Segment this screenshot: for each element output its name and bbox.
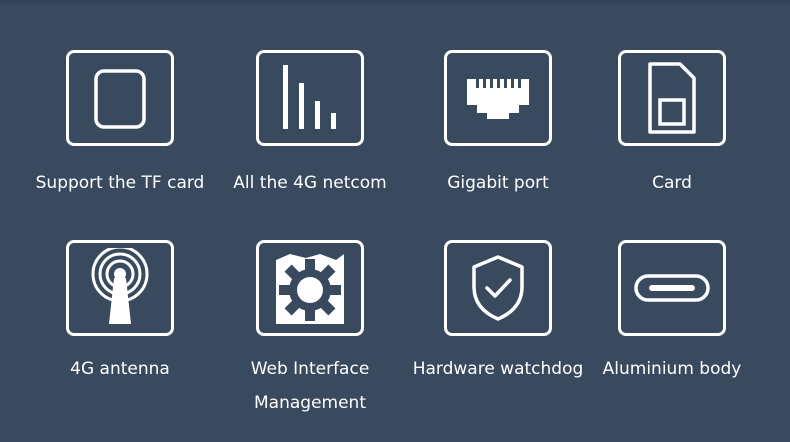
ethernet-port-icon <box>467 79 529 119</box>
feature-tf-card: Support the TF card <box>20 50 220 200</box>
antenna-icon <box>91 248 149 324</box>
shield-check-icon-frame <box>444 240 552 336</box>
signal-bars-icon-frame <box>256 50 364 146</box>
feature-label: Card <box>652 173 692 193</box>
usb-c-port-icon-frame <box>618 240 726 336</box>
antenna-icon-frame <box>66 240 174 336</box>
feature-label: Support the TF card <box>35 173 205 193</box>
feature-4g-netcom: All the 4G netcom <box>210 50 410 200</box>
signal-bars-icon <box>283 65 336 129</box>
usb-c-port-icon <box>634 274 710 302</box>
feature-label: Gigabit port <box>447 173 549 193</box>
feature-label: 4G antenna <box>70 359 170 379</box>
feature-label: Web Interface Management <box>250 359 370 413</box>
feature-4g-antenna: 4G antenna <box>20 240 220 386</box>
tf-card-icon-frame <box>66 50 174 146</box>
ethernet-port-icon-frame <box>444 50 552 146</box>
top-edge-strip <box>0 0 790 4</box>
sim-card-icon-frame <box>618 50 726 146</box>
gear-icon <box>276 254 344 324</box>
sim-card-icon <box>648 62 696 134</box>
shield-check-icon <box>472 255 524 321</box>
feature-label: All the 4G netcom <box>233 173 387 193</box>
feature-card: Card <box>572 50 772 200</box>
feature-gigabit-port: Gigabit port <box>398 50 598 200</box>
feature-aluminium-body: Aluminium body <box>572 240 772 386</box>
gear-icon-frame <box>256 240 364 336</box>
feature-label: Hardware watchdog <box>412 359 584 379</box>
feature-web-interface: Web Interface Management <box>210 240 410 420</box>
feature-label: Aluminium body <box>602 359 742 379</box>
tf-card-icon <box>94 69 146 129</box>
feature-hardware-watchdog: Hardware watchdog <box>398 240 598 386</box>
